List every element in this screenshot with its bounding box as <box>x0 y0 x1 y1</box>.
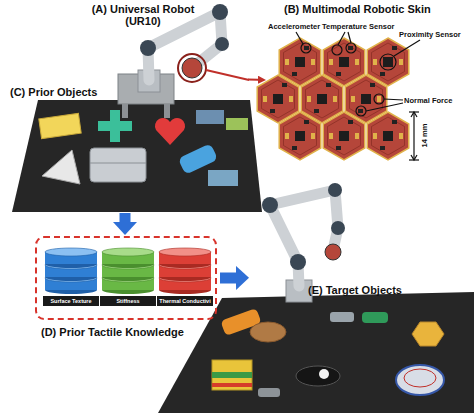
small-object <box>258 388 280 397</box>
heart-object <box>155 118 185 145</box>
robot-joint <box>212 4 228 20</box>
label-bar <box>43 296 99 306</box>
leader-line <box>394 40 420 56</box>
fixture-leg <box>164 104 170 118</box>
panel-heading: (D) Prior Tactile Knowledge <box>41 326 261 338</box>
sensor-circle <box>356 106 366 116</box>
panel-heading: (E) Target Objects <box>308 284 448 296</box>
case-seam <box>90 163 146 164</box>
sensor-circle <box>380 54 396 70</box>
table-top <box>12 100 262 212</box>
cylinder-label: Thermal Conductivi <box>155 297 215 305</box>
panel-heading: (C) Prior Objects <box>10 86 140 98</box>
juice-stripe <box>212 372 252 378</box>
dimension-label: 14 mm <box>420 116 429 156</box>
skin-cell <box>323 112 365 160</box>
database-cylinder: Thermal Conductivi <box>157 246 213 310</box>
box-object <box>226 118 248 130</box>
dimension-line <box>413 112 414 160</box>
label-bar <box>157 296 213 306</box>
round-tin <box>396 365 444 395</box>
cylinder-label: Stiffness <box>98 297 158 305</box>
tin-lid <box>404 369 436 387</box>
database-cylinder: Surface Texture <box>43 246 99 310</box>
photo-panel: (A) Universal Robot (UR10) (C) Prior Obje… <box>8 0 248 212</box>
knowledge-box: (D) Prior Tactile KnowledgeSurface Textu… <box>35 236 217 320</box>
device-button <box>319 369 329 379</box>
leader-line <box>384 99 403 100</box>
cylinder-disk <box>45 248 97 268</box>
robot-link <box>270 190 338 286</box>
sensor-circle <box>332 45 342 55</box>
hex-object <box>412 322 444 346</box>
sensor-circle <box>301 43 311 53</box>
robot-joint <box>215 37 229 51</box>
robot-joint <box>140 40 156 56</box>
wood-disc <box>250 322 286 342</box>
device-object <box>296 366 340 386</box>
skin-patch <box>325 244 341 260</box>
zoom-arrow <box>248 79 258 81</box>
bottle-object <box>362 312 388 323</box>
cylinder-disk <box>159 248 211 268</box>
disk-top <box>45 248 97 256</box>
zoom-circle <box>178 54 206 82</box>
leader-line <box>348 32 351 43</box>
panel-heading: (B) Multimodal Robotic Skin <box>284 3 474 15</box>
leader-line <box>338 32 345 45</box>
database-cylinder: Stiffness <box>100 246 156 310</box>
sensor-label: Proximity Sensor <box>399 30 461 39</box>
box-object <box>196 110 224 124</box>
sensor-label: Accelerometer <box>268 22 320 31</box>
sensor-circle <box>374 94 384 104</box>
aluminum-case <box>90 148 146 182</box>
box-object <box>208 170 238 186</box>
sensor-label: Temperature Sensor <box>322 22 394 31</box>
skin-cell <box>367 112 409 160</box>
dimension-arrow <box>411 155 417 160</box>
juice-stripe <box>212 383 252 387</box>
sponge <box>39 113 81 138</box>
disk-top <box>159 248 211 256</box>
cross-object <box>110 110 120 142</box>
skin-patch <box>182 58 202 78</box>
sensor-callouts <box>296 32 420 160</box>
zoom-leader <box>206 70 249 80</box>
table-top <box>158 292 474 413</box>
robot-joint <box>290 254 306 270</box>
skin-hexagons <box>257 38 409 160</box>
small-object <box>330 312 354 322</box>
robot-joint <box>262 197 278 213</box>
cylinder-disk <box>102 248 154 268</box>
dimension-arrow <box>411 112 417 117</box>
disk-top <box>102 248 154 256</box>
photo-panel: (E) Target Objects <box>252 180 472 413</box>
skin-cell <box>279 112 321 160</box>
cylinder-label: Surface Texture <box>41 297 101 305</box>
sensor-circle <box>346 43 356 53</box>
robot-joint <box>328 183 342 197</box>
panel-heading: (A) Universal Robot (UR10) <box>78 3 208 27</box>
flow-arrow <box>120 213 131 222</box>
robot-joint <box>331 221 345 235</box>
leader-line <box>366 103 403 111</box>
fixture-leg <box>122 104 128 118</box>
sensor-label: Normal Force <box>404 96 452 105</box>
prism-object <box>42 150 80 184</box>
flow-arrow <box>220 272 236 283</box>
label-bar <box>100 296 156 306</box>
leader-line <box>296 32 303 44</box>
juice-box <box>212 360 252 390</box>
